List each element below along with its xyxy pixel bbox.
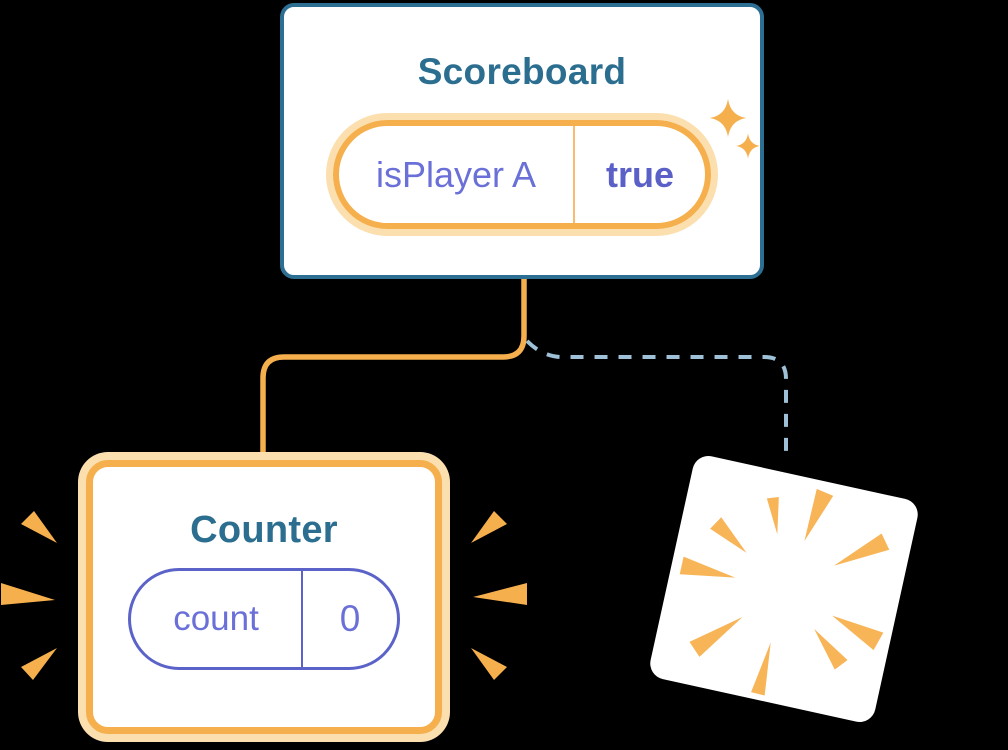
counter-state-value: 0 [339,598,361,639]
scoreboard-state-value: true [605,153,674,195]
poof-burst-icon [679,488,890,696]
counter-state-key: count [173,599,259,638]
counter-state-pill: count 0 [128,568,400,670]
scoreboard-title: Scoreboard [417,51,627,92]
removed-component-card [647,452,921,726]
counter-emphasis-rays-right-icon [471,511,527,680]
parent-to-counter-connector [260,278,527,456]
counter-title: Counter [190,509,338,551]
pill-divider [573,126,575,223]
scoreboard-state-pill-inner: isPlayer A true [333,120,711,229]
counter-component-card: Counter count 0 [78,452,450,742]
counter-component-card-inner: Counter count 0 [86,460,442,734]
sparkle-large-icon [708,97,748,139]
scoreboard-state-key: isPlayer A [375,153,537,195]
parent-to-removed-connector [525,339,788,458]
scoreboard-state-pill: isPlayer A true [326,113,718,236]
counter-emphasis-rays-left-icon [1,511,57,680]
scoreboard-component-card: Scoreboard isPlayer A true [280,3,764,279]
sparkle-small-icon [735,132,761,160]
pill-divider [301,571,303,667]
